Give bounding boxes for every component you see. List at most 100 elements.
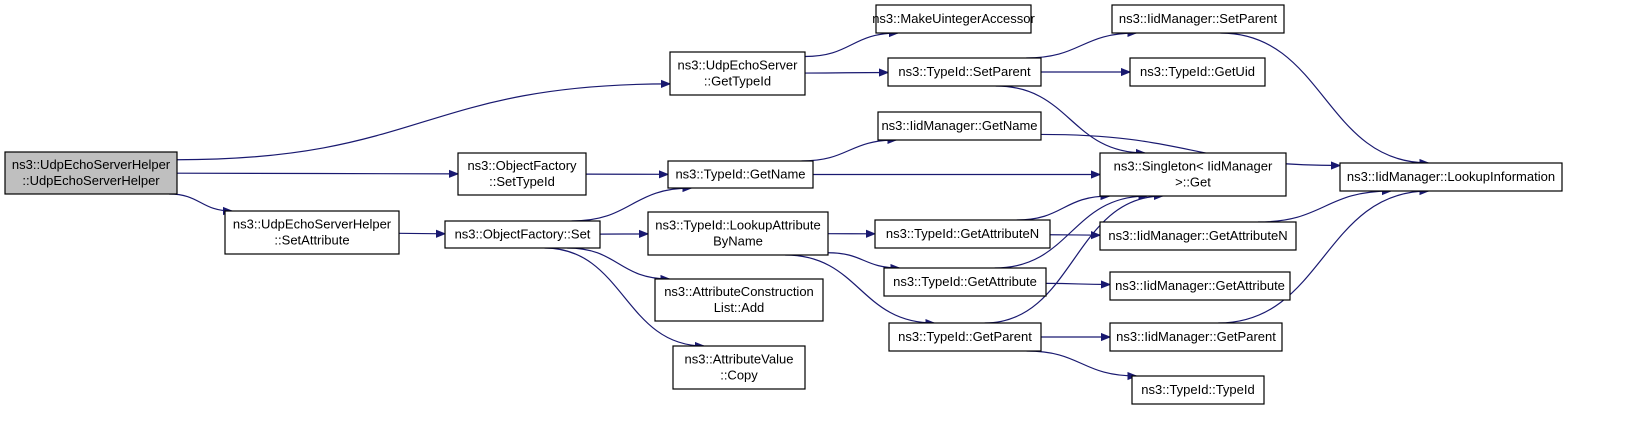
node-root[interactable]: ns3::UdpEchoServerHelper::UdpEchoServerH…: [4, 151, 178, 195]
edge-objectFactorySet-to-attrConstructionListAdd: [567, 247, 669, 279]
node-label: ns3::IidManager::LookupInformation: [1347, 169, 1555, 184]
node-label: ns3::AttributeConstruction: [664, 284, 814, 299]
node-label: ::UdpEchoServerHelper: [22, 173, 160, 188]
edge-root-to-objectFactorySetTypeId: [176, 173, 458, 174]
node-box: [444, 220, 601, 249]
edge-typeIdGetAttribute-to-iidManagerGetAttribute: [1045, 283, 1110, 284]
node-iidManagerLookupInformation[interactable]: ns3::IidManager::LookupInformation: [1339, 162, 1563, 192]
node-typeIdGetName[interactable]: ns3::TypeId::GetName: [667, 160, 814, 189]
node-label: List::Add: [714, 300, 765, 315]
node-label: ns3::AttributeValue: [685, 352, 794, 367]
node-typeIdGetAttributeN[interactable]: ns3::TypeId::GetAttributeN: [874, 219, 1051, 249]
edge-root-to-udpEchoServerGetTypeId: [176, 84, 670, 161]
node-label: ns3::TypeId::GetAttributeN: [886, 226, 1039, 241]
node-box: [883, 267, 1047, 297]
edge-typeIdGetName-to-iidManagerGetName: [801, 140, 896, 162]
node-box: [4, 151, 178, 195]
node-label: ns3::IidManager::GetParent: [1116, 329, 1276, 344]
edge-root-to-helperSetAttribute: [168, 193, 232, 211]
node-objectFactorySet[interactable]: ns3::ObjectFactory::Set: [444, 220, 601, 249]
edge-iidManagerSetParent-to-iidManagerLookupInformation: [1220, 32, 1428, 163]
node-iidManagerGetParent[interactable]: ns3::IidManager::GetParent: [1109, 322, 1283, 352]
edge-iidManagerGetName-to-iidManagerLookupInformation: [1040, 133, 1340, 165]
node-box: [877, 111, 1042, 141]
node-typeIdGetAttribute[interactable]: ns3::TypeId::GetAttribute: [883, 267, 1047, 297]
node-label: ns3::IidManager::GetAttribute: [1115, 278, 1285, 293]
node-typeIdTypeId[interactable]: ns3::TypeId::TypeId: [1131, 375, 1265, 405]
node-label: ns3::ObjectFactory::Set: [455, 227, 591, 242]
edge-typeIdGetAttribute-to-singletonGet: [994, 196, 1148, 269]
node-iidManagerGetName[interactable]: ns3::IidManager::GetName: [877, 111, 1042, 141]
node-makeUintegerAccessor[interactable]: ns3::MakeUintegerAccessor: [872, 4, 1035, 34]
node-box: [1109, 271, 1291, 301]
node-label: ns3::IidManager::SetParent: [1119, 11, 1278, 26]
node-box: [672, 345, 806, 390]
node-objectFactorySetTypeId[interactable]: ns3::ObjectFactory::SetTypeId: [457, 152, 587, 196]
node-box: [1099, 221, 1297, 251]
node-label: ::GetTypeId: [704, 74, 771, 89]
node-typeIdSetParent[interactable]: ns3::TypeId::SetParent: [887, 57, 1042, 87]
node-box: [1111, 4, 1285, 34]
node-box: [887, 57, 1042, 87]
edge-typeIdSetParent-to-singletonGet: [995, 85, 1145, 153]
node-box: [875, 4, 1032, 34]
node-label: ns3::TypeId::GetName: [675, 167, 805, 182]
node-box: [669, 51, 806, 96]
edge-typeIdSetParent-to-iidManagerSetParent: [1026, 33, 1136, 59]
edge-typeIdLookupAttributeByName-to-typeIdGetParent: [785, 254, 934, 323]
node-box: [1099, 152, 1287, 197]
node-singletonGet[interactable]: ns3::Singleton< IidManager >::Get: [1099, 152, 1287, 197]
node-iidManagerSetParent[interactable]: ns3::IidManager::SetParent: [1111, 4, 1285, 34]
node-label: ns3::IidManager::GetAttributeN: [1108, 228, 1287, 243]
edge-typeIdGetParent-to-singletonGet: [984, 196, 1163, 324]
edge-udpEchoServerGetTypeId-to-makeUintegerAccessor: [804, 33, 898, 58]
edge-udpEchoServerGetTypeId-to-typeIdSetParent: [804, 73, 888, 74]
edge-iidManagerGetAttributeN-to-iidManagerLookupInformation: [1258, 191, 1391, 223]
node-box: [654, 278, 824, 322]
node-helperSetAttribute[interactable]: ns3::UdpEchoServerHelper::SetAttribute: [224, 210, 400, 255]
node-label: ::SetTypeId: [489, 174, 555, 189]
node-box: [1109, 322, 1283, 352]
node-label: ns3::TypeId::GetParent: [898, 329, 1032, 344]
node-label: ns3::Singleton< IidManager: [1114, 159, 1273, 174]
node-iidManagerGetAttributeN[interactable]: ns3::IidManager::GetAttributeN: [1099, 221, 1297, 251]
node-label: ::SetAttribute: [274, 233, 349, 248]
edges-layer: [168, 32, 1429, 376]
node-label: ns3::UdpEchoServerHelper: [12, 157, 171, 172]
node-box: [874, 219, 1051, 249]
node-label: ns3::TypeId::GetAttribute: [893, 274, 1037, 289]
node-label: ns3::UdpEchoServer: [678, 58, 799, 73]
node-typeIdGetParent[interactable]: ns3::TypeId::GetParent: [888, 322, 1042, 352]
edge-objectFactorySet-to-attributeValueCopy: [544, 247, 704, 346]
node-udpEchoServerGetTypeId[interactable]: ns3::UdpEchoServer::GetTypeId: [669, 51, 806, 96]
node-label: ns3::UdpEchoServerHelper: [233, 217, 392, 232]
node-box: [888, 322, 1042, 352]
node-label: ByName: [713, 234, 763, 249]
node-label: ns3::TypeId::GetUid: [1140, 64, 1255, 79]
edge-objectFactorySet-to-typeIdGetName: [571, 188, 692, 222]
node-box: [1129, 57, 1266, 87]
node-label: ns3::ObjectFactory: [467, 158, 577, 173]
node-label: ns3::TypeId::TypeId: [1141, 382, 1254, 397]
node-box: [647, 211, 829, 256]
node-label: ns3::IidManager::GetName: [881, 118, 1037, 133]
node-iidManagerGetAttribute[interactable]: ns3::IidManager::GetAttribute: [1109, 271, 1291, 301]
edge-iidManagerGetParent-to-iidManagerLookupInformation: [1218, 191, 1428, 324]
node-box: [224, 210, 400, 255]
node-label: >::Get: [1175, 175, 1211, 190]
node-attributeValueCopy[interactable]: ns3::AttributeValue::Copy: [672, 345, 806, 390]
edge-typeIdLookupAttributeByName-to-typeIdGetAttribute: [827, 252, 899, 268]
node-box: [1131, 375, 1265, 405]
node-label: ns3::TypeId::LookupAttribute: [655, 218, 821, 233]
node-label: ns3::TypeId::SetParent: [898, 64, 1031, 79]
node-box: [1339, 162, 1563, 192]
edge-typeIdGetAttributeN-to-singletonGet: [1016, 196, 1110, 221]
nodes-layer: ns3::UdpEchoServerHelper::UdpEchoServerH…: [4, 4, 1563, 405]
node-box: [457, 152, 587, 196]
node-typeIdGetUid[interactable]: ns3::TypeId::GetUid: [1129, 57, 1266, 87]
edge-typeIdGetParent-to-typeIdTypeId: [1026, 350, 1137, 376]
node-label: ns3::MakeUintegerAccessor: [872, 11, 1035, 26]
